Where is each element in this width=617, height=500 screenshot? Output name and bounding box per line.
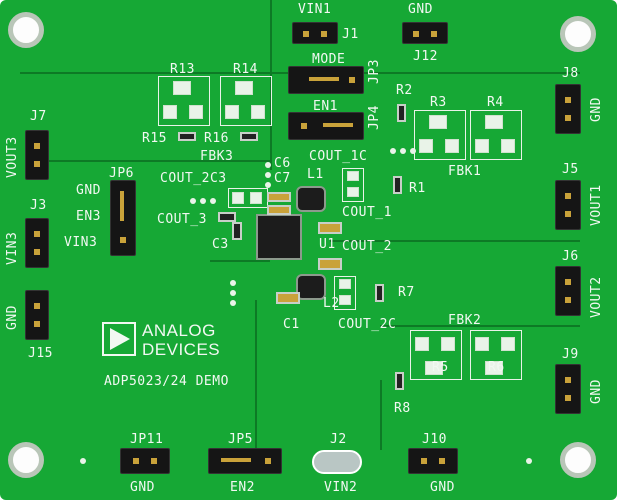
label-j3: J3 [30, 198, 47, 213]
label-c6: C6 [274, 156, 291, 171]
label-r7: R7 [398, 285, 415, 300]
label-r13: R13 [170, 62, 195, 77]
label-gnd-j15: GND [5, 305, 20, 330]
jumper-jp3[interactable] [288, 66, 364, 94]
header-j5[interactable] [555, 180, 581, 230]
mounting-hole [8, 12, 44, 48]
label-gnd-j8: GND [589, 97, 604, 122]
label-r3: R3 [430, 95, 447, 110]
label-r8: R8 [394, 401, 411, 416]
logo-text-devices: DEVICES [142, 340, 221, 359]
label-vout3: VOUT3 [5, 136, 20, 178]
logo-text-analog: ANALOG [142, 321, 216, 340]
label-cout-1c: COUT_1C [309, 149, 368, 164]
label-jp4: JP4 [367, 105, 382, 130]
header-j9[interactable] [555, 364, 581, 414]
label-r15: R15 [142, 131, 167, 146]
label-fbk3: FBK3 [200, 149, 234, 164]
analog-devices-logo: ANALOG DEVICES [102, 322, 242, 362]
jumper-jp5[interactable] [208, 448, 282, 474]
label-j2: J2 [330, 432, 347, 447]
label-gnd-j10: GND [430, 480, 455, 495]
label-l2: L2 [323, 296, 340, 311]
label-en3: EN3 [76, 209, 101, 224]
label-vin2: VIN2 [324, 480, 358, 495]
label-gnd-j12: GND [408, 2, 433, 17]
label-j6: J6 [562, 249, 579, 264]
label-r4: R4 [487, 95, 504, 110]
mounting-hole [560, 442, 596, 478]
label-gnd-j9: GND [589, 379, 604, 404]
mounting-hole [8, 442, 44, 478]
label-j8: J8 [562, 66, 579, 81]
label-c1: C1 [283, 317, 300, 332]
label-j5: J5 [562, 162, 579, 177]
label-vin3: VIN3 [64, 235, 98, 250]
header-j3[interactable] [25, 218, 49, 268]
header-j6[interactable] [555, 266, 581, 316]
label-cout-2: COUT_2 [342, 239, 392, 254]
header-j7[interactable] [25, 130, 49, 180]
header-j12[interactable] [402, 22, 448, 44]
label-j7: J7 [30, 109, 47, 124]
label-l1: L1 [307, 167, 324, 182]
label-r14: R14 [233, 62, 258, 77]
label-board-name: ADP5023/24 DEMO [104, 374, 229, 389]
label-r1: R1 [409, 181, 426, 196]
label-cout-2c: COUT_2C [338, 317, 397, 332]
label-j12: J12 [413, 49, 438, 64]
label-fbk1: FBK1 [448, 164, 482, 179]
header-j8[interactable] [555, 84, 581, 134]
label-u1: U1 [319, 237, 336, 252]
header-j15[interactable] [25, 290, 49, 340]
mounting-hole [560, 16, 596, 52]
label-gnd-jp11: GND [130, 480, 155, 495]
header-j10[interactable] [408, 448, 458, 474]
label-j1: J1 [342, 27, 359, 42]
solder-jumper-j2[interactable] [312, 450, 362, 474]
label-j15: J15 [28, 346, 53, 361]
header-jp11[interactable] [120, 448, 170, 474]
label-gnd-jp6: GND [76, 183, 101, 198]
label-jp11: JP11 [130, 432, 164, 447]
label-en1: EN1 [313, 99, 338, 114]
label-c7: C7 [274, 171, 291, 186]
label-cout-2c3: COUT_2C3 [160, 171, 227, 186]
label-vout1: VOUT1 [589, 184, 604, 226]
ic-u1 [256, 214, 302, 260]
header-j1[interactable] [292, 22, 338, 44]
inductor-l1 [296, 186, 326, 212]
label-r2: R2 [396, 83, 413, 98]
jumper-jp4[interactable] [288, 112, 364, 140]
label-cout-3: COUT_3 [157, 212, 207, 227]
label-mode: MODE [312, 52, 346, 67]
label-en2: EN2 [230, 480, 255, 495]
label-jp6: JP6 [109, 166, 134, 181]
label-jp3: JP3 [367, 59, 382, 84]
label-cout-1: COUT_1 [342, 205, 392, 220]
label-vout2: VOUT2 [589, 276, 604, 318]
label-j9: J9 [562, 347, 579, 362]
label-r5: R5 [432, 360, 449, 375]
inductor-l2 [296, 274, 326, 300]
jumper-jp6[interactable] [110, 180, 136, 256]
label-vin3-side: VIN3 [5, 231, 20, 265]
label-r6: R6 [488, 360, 505, 375]
label-r16: R16 [204, 131, 229, 146]
label-jp5: JP5 [228, 432, 253, 447]
label-j10: J10 [422, 432, 447, 447]
label-vin1: VIN1 [298, 2, 332, 17]
label-c3: C3 [212, 237, 229, 252]
label-fbk2: FBK2 [448, 313, 482, 328]
